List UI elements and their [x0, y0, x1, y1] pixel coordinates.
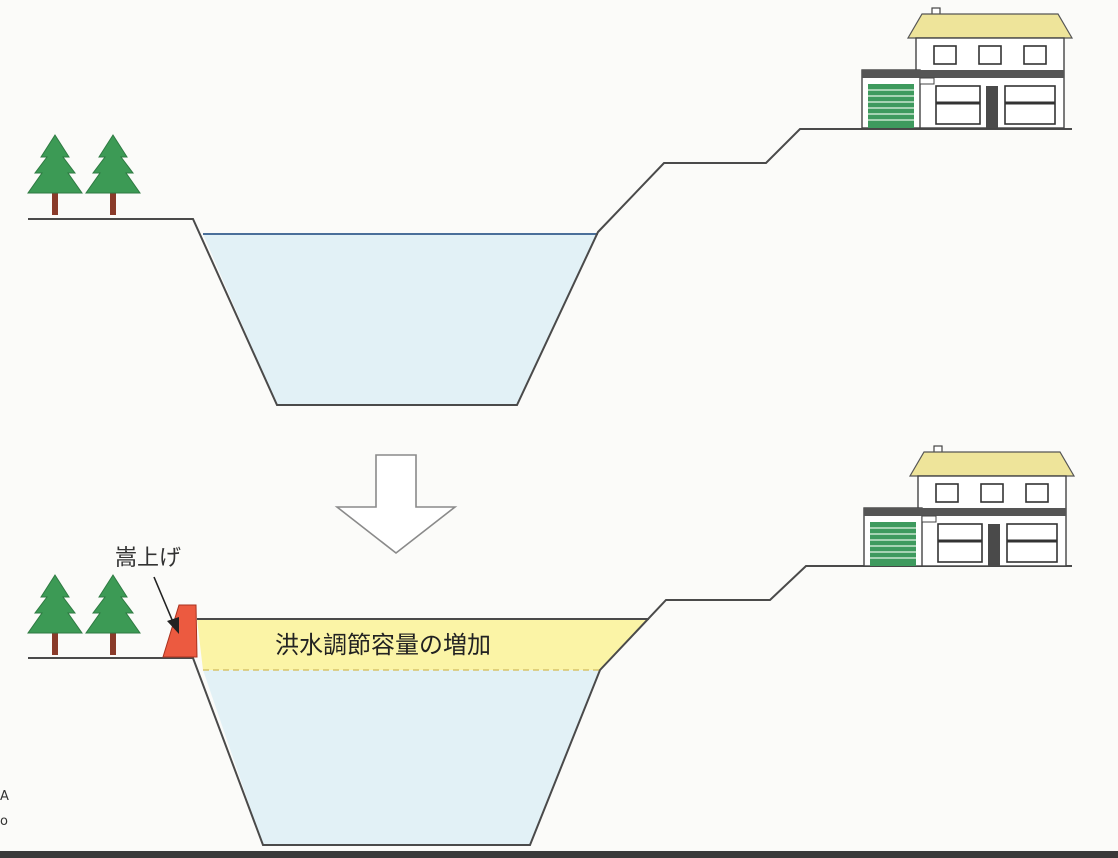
- before-panel: [27, 7, 1074, 406]
- conifer-tree-icon: [27, 574, 83, 655]
- ground-profile-before: [28, 128, 1072, 406]
- reservoir-water-before: [203, 234, 598, 405]
- two-story-house-icon: [861, 7, 1074, 129]
- edge-mark-2: o: [0, 814, 8, 829]
- ground-profile-after: [28, 565, 1072, 846]
- two-story-house-icon: [863, 445, 1076, 567]
- after-panel: 嵩上げ 洪水調節容量の増加: [27, 445, 1076, 846]
- reservoir-water-after: [203, 670, 600, 845]
- raise-callout-arrow: [153, 576, 174, 623]
- trees-before: [27, 134, 141, 215]
- bottom-border: [0, 851, 1118, 858]
- added-flood-capacity-band: [197, 619, 649, 670]
- raised-embankment-crest: [162, 604, 198, 658]
- conifer-tree-icon: [85, 134, 141, 215]
- raise-callout-arrowhead: [167, 617, 179, 634]
- edge-mark-1: A: [0, 789, 9, 804]
- embankment-raising-label: 嵩上げ: [115, 546, 181, 571]
- down-arrow-icon: [334, 454, 458, 555]
- conifer-tree-icon: [27, 134, 83, 215]
- capacity-increase-label: 洪水調節容量の増加: [275, 631, 491, 659]
- trees-after: [27, 574, 141, 655]
- conifer-tree-icon: [85, 574, 141, 655]
